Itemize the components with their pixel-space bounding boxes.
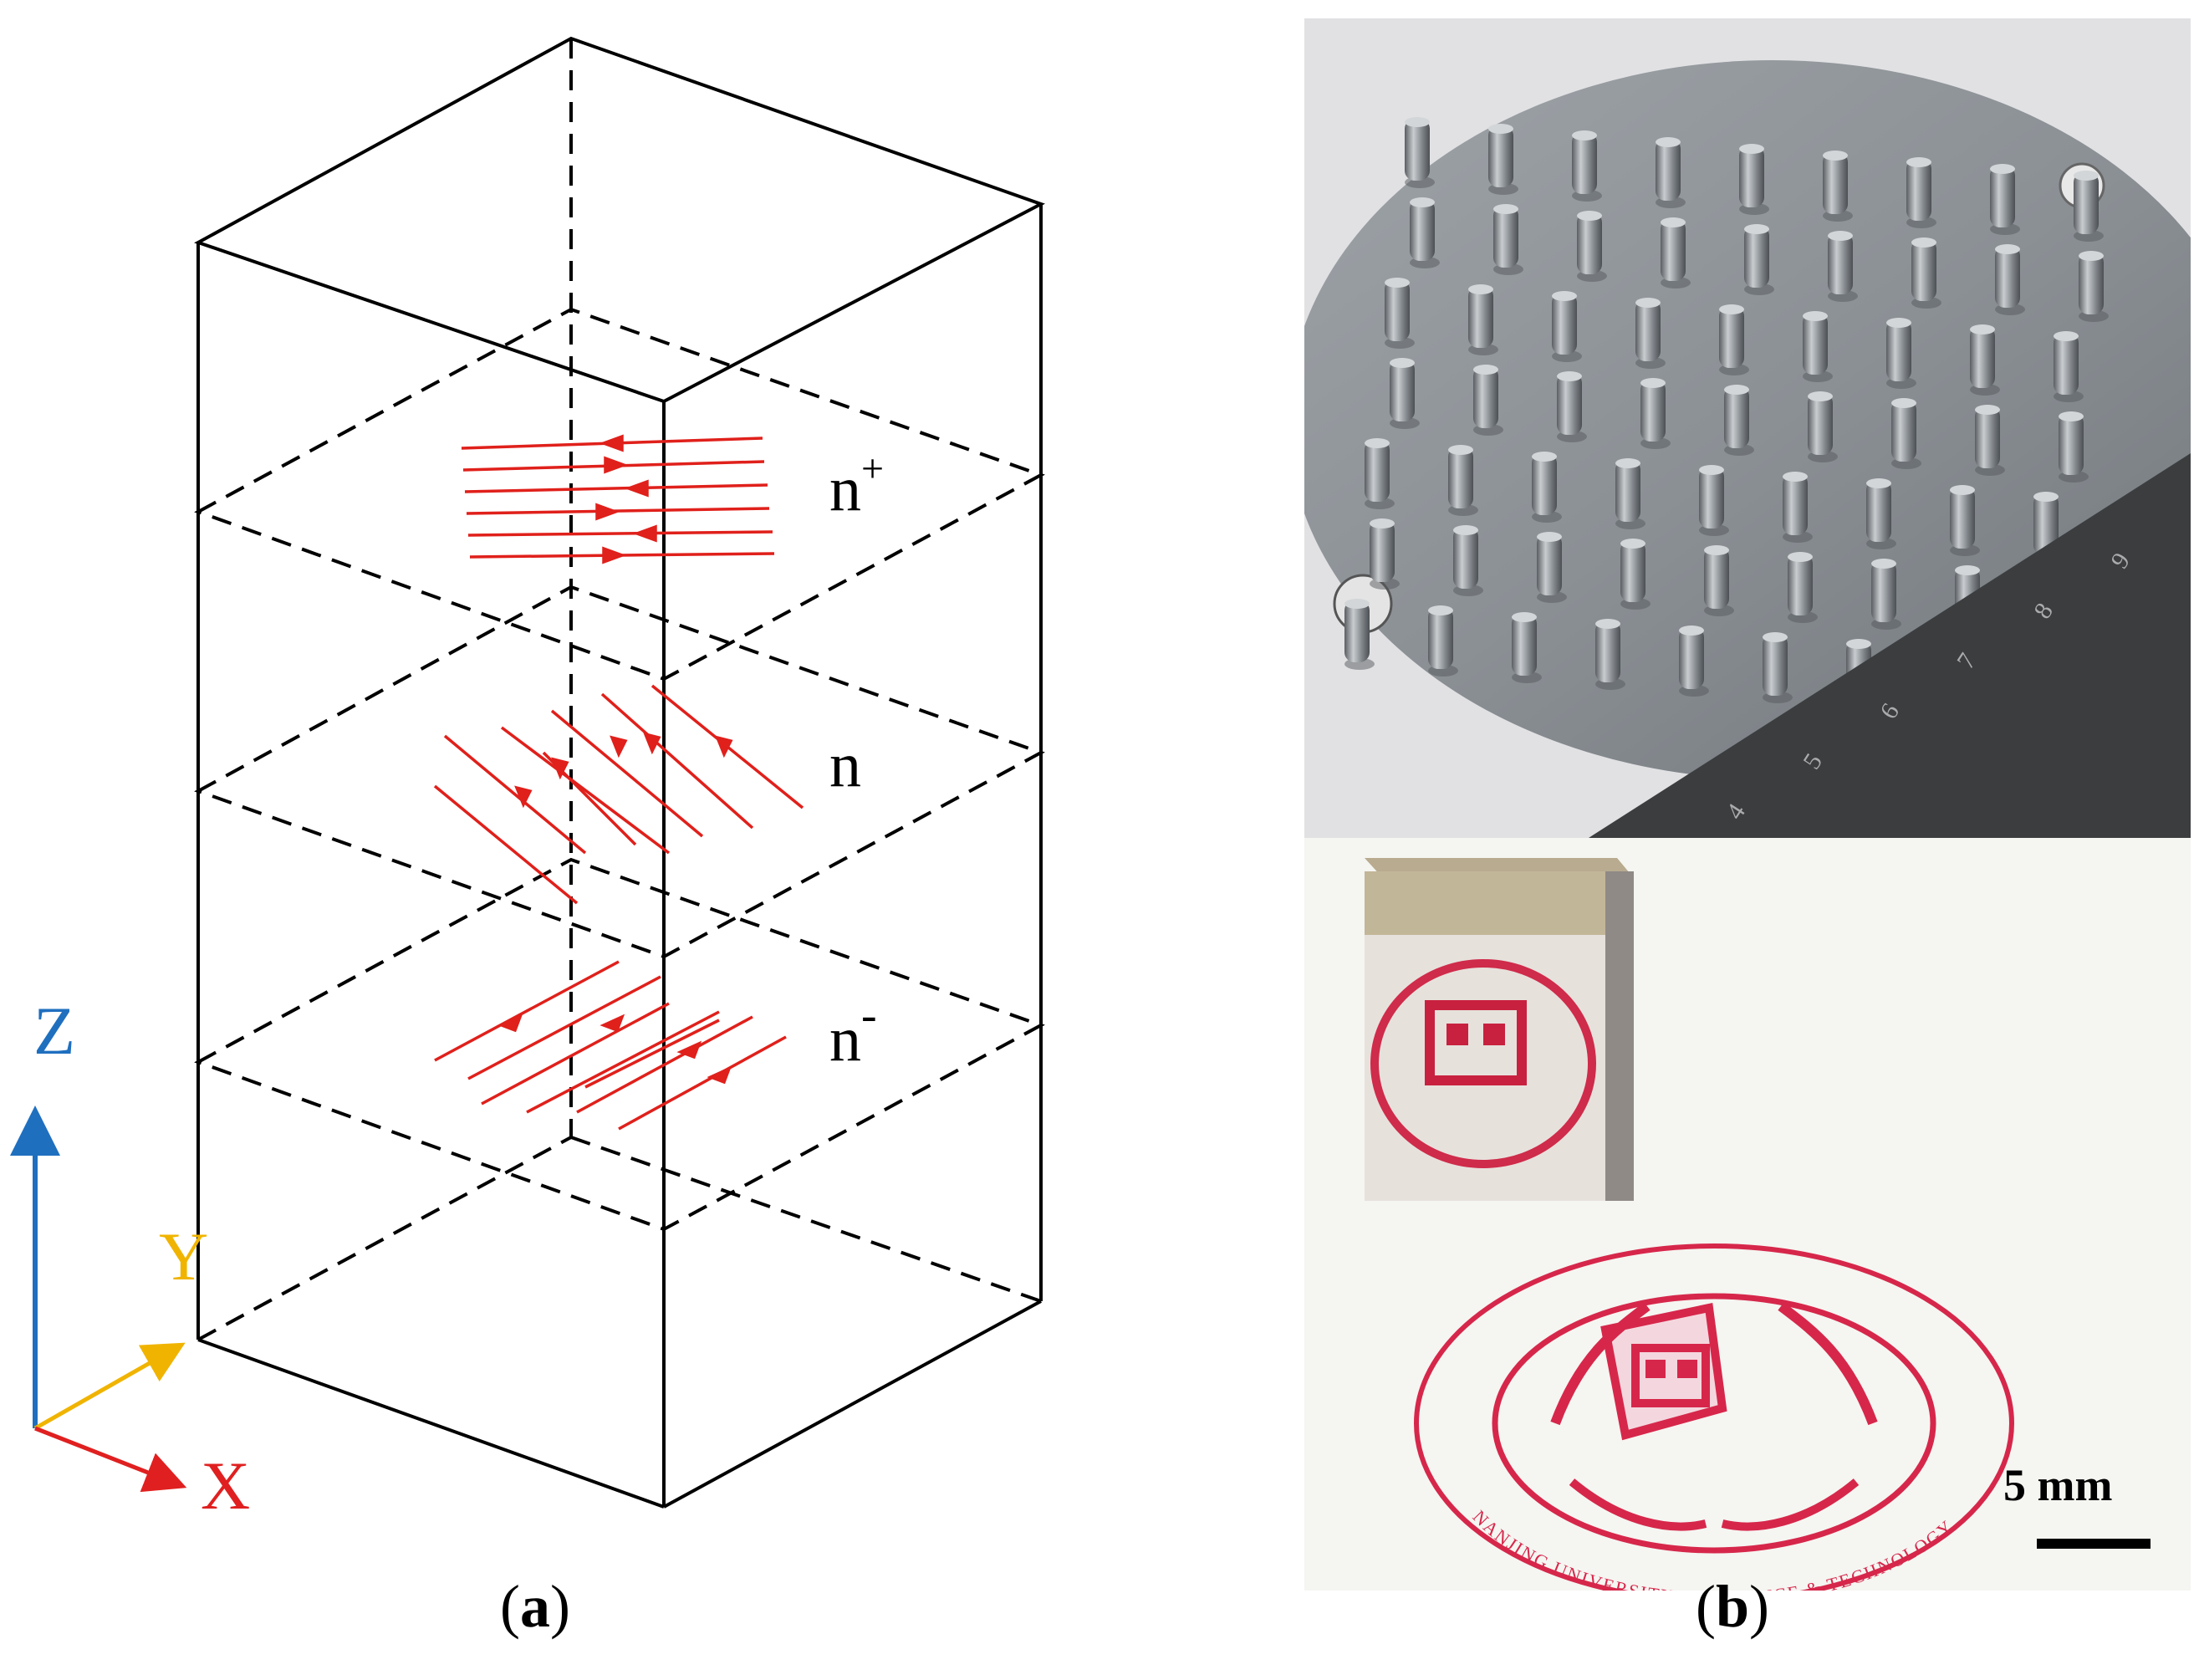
pin	[1448, 445, 1478, 516]
pin	[1344, 599, 1375, 670]
panel-a-diagram: n+ n n- Z Y X (a)	[9, 36, 1045, 1640]
pin	[1719, 304, 1749, 375]
pin	[1866, 478, 1896, 549]
pin	[1891, 398, 1921, 469]
pin	[1577, 211, 1607, 282]
caption-b: (b)	[1696, 1573, 1770, 1640]
pin	[1640, 378, 1671, 449]
pin	[1656, 137, 1686, 208]
pin	[1679, 626, 1709, 697]
pin	[1428, 605, 1458, 677]
plane-n	[194, 585, 1045, 959]
pin	[1911, 237, 1941, 309]
scale-bar	[2037, 1539, 2151, 1549]
pin	[1995, 244, 2025, 315]
pin	[1704, 545, 1734, 616]
pin	[2059, 411, 2089, 483]
pin	[1871, 559, 1901, 630]
stamp-cube	[1365, 858, 1634, 1201]
pin	[1410, 197, 1440, 268]
caption-a: (a)	[500, 1573, 570, 1640]
y-axis-arrow	[33, 1342, 186, 1431]
pin	[1615, 458, 1645, 529]
pin	[1788, 552, 1818, 623]
pin	[2074, 171, 2104, 242]
block-frame	[194, 36, 1045, 1509]
plane-n-plus	[194, 307, 1045, 682]
pin	[1473, 365, 1503, 436]
pin	[1405, 117, 1435, 188]
pin	[1803, 311, 1833, 382]
hidden-edges	[197, 38, 1042, 1341]
pin	[1512, 612, 1542, 683]
pin	[1532, 452, 1562, 523]
pin	[1557, 371, 1587, 442]
pin	[1572, 130, 1602, 202]
pin	[1493, 204, 1523, 275]
layer-planes	[194, 307, 1045, 1232]
pin	[1552, 291, 1582, 362]
pin	[1365, 438, 1395, 509]
pin	[1763, 632, 1793, 703]
pin	[1699, 465, 1729, 536]
pin	[1950, 485, 1980, 556]
pin	[1783, 472, 1813, 543]
pin	[1620, 539, 1651, 610]
field-lines-n-plus	[461, 434, 775, 564]
pin	[1808, 391, 1838, 462]
pin	[1453, 525, 1483, 596]
x-axis-arrow	[34, 1426, 187, 1493]
z-axis-label: Z	[33, 993, 75, 1069]
pin	[1975, 405, 2005, 476]
pin-array	[1344, 117, 2109, 717]
pin	[1724, 385, 1754, 456]
pin	[1823, 151, 1853, 222]
pin	[1744, 224, 1774, 295]
pin	[1537, 532, 1567, 603]
plane-n-minus	[194, 857, 1045, 1232]
pin	[1595, 619, 1625, 690]
pin	[1970, 324, 2000, 396]
pin	[1635, 298, 1666, 369]
pin	[1390, 358, 1420, 429]
layered-block-diagram: n+ n n- Z Y X	[9, 36, 1045, 1524]
pin	[1488, 124, 1518, 195]
field-lines-n	[433, 684, 804, 905]
y-axis-label: Y	[159, 1218, 208, 1294]
stamp-imprint	[1414, 1243, 2014, 1591]
ruler	[1589, 453, 2191, 838]
field-lines-n-minus	[434, 960, 787, 1131]
pin	[1468, 284, 1498, 355]
stamp-photo: NANJING UNIVERSITY OF SCIENCE & TECHNOLO…	[1304, 838, 2191, 1591]
pin	[1828, 231, 1858, 302]
layer-label-n: n	[829, 730, 861, 800]
stamp-illustration: NANJING UNIVERSITY OF SCIENCE & TECHNOLO…	[1304, 838, 2191, 1591]
layer-label-n-plus: n+	[829, 447, 884, 524]
pin	[1906, 157, 1936, 228]
pin	[2054, 331, 2084, 402]
pin	[1370, 518, 1400, 590]
pin	[2079, 251, 2109, 322]
layer-label-n-minus: n-	[829, 989, 877, 1075]
pin	[1886, 318, 1916, 389]
scale-bar-label: 5 mm	[2003, 1460, 2112, 1510]
pin	[1385, 278, 1415, 349]
pin	[1990, 164, 2020, 235]
x-axis-label: X	[201, 1448, 250, 1524]
pin	[1739, 144, 1769, 215]
pin	[1661, 217, 1691, 289]
coordinate-axes: Z Y X	[9, 993, 250, 1524]
